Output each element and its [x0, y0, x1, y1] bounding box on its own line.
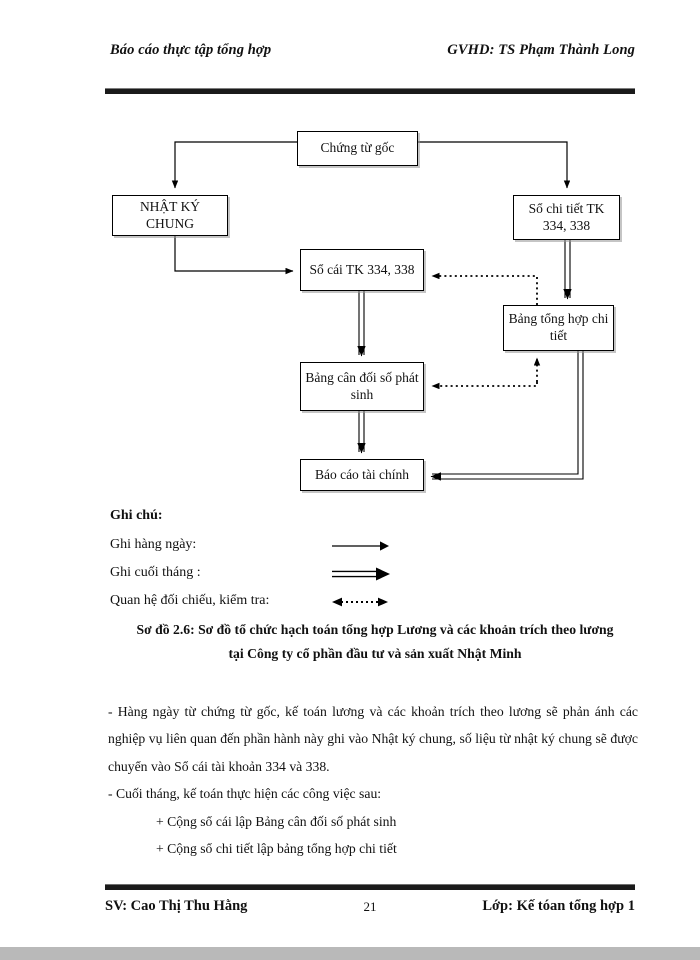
paragraph-monthly: - Cuối tháng, kế toán thực hiện các công…: [108, 786, 382, 802]
node-label: Sổ cái TK 334, 338: [309, 261, 415, 277]
node-bang-tong-hop-chi-tiet[interactable]: Bảng tổng hợp chi tiết: [503, 305, 614, 351]
node-label: Chứng từ gốc: [320, 140, 395, 156]
node-label: Bảng cân đối số phát sinh: [305, 369, 419, 402]
node-bao-cao-tai-chinh[interactable]: Báo cáo tài chính: [300, 459, 424, 491]
node-bang-can-doi-so-phat-sinh[interactable]: Bảng cân đối số phát sinh: [300, 362, 424, 411]
page-footer: SV: Cao Thị Thu Hằng 21 Lớp: Kế tóan tổn…: [105, 898, 635, 922]
page-number: 21: [363, 899, 377, 914]
body-content: - Hàng ngày từ chứng từ gốc, kế toán lươ…: [108, 698, 638, 862]
connector-dotted-to-bangcandoi: [431, 382, 538, 390]
connector-chungtu-to-sochitiet: [418, 141, 571, 189]
page-header: Báo cáo thực tập tổng hợp GVHD: TS Phạm …: [110, 42, 635, 64]
caption-line-2: tại Công ty cổ phần đầu tư và sản xuất N…: [228, 645, 522, 661]
node-label: Báo cáo tài chính: [314, 466, 410, 482]
header-title-right: GVHD: TS Phạm Thành Long: [447, 42, 635, 58]
header-title-left: Báo cáo thực tập tổng hợp: [110, 42, 272, 58]
connector-bangcandoi-to-baocao: [357, 411, 366, 454]
double-line-arrow-icon: [332, 567, 392, 586]
footer-divider: [105, 884, 635, 890]
figure-caption: Sơ đồ 2.6: Sơ đồ tổ chức hạch toán tổng …: [100, 618, 650, 666]
node-label: NHẬT KÝ CHUNG: [139, 198, 201, 231]
connector-bangtonghop-to-baocao: [430, 351, 584, 481]
paragraph-daily: - Hàng ngày từ chứng từ gốc, kế toán lươ…: [108, 704, 638, 774]
footer-class-name: Lớp: Kế tóan tổng hợp 1: [482, 898, 635, 914]
connector-nhatky-to-socai: [174, 236, 294, 275]
connector-dotted-to-socai: [431, 272, 538, 305]
connector-sochitiet-to-bangtonghop: [563, 240, 572, 300]
page-edge-shadow: [0, 944, 700, 960]
node-nhat-ky-chung[interactable]: NHẬT KÝ CHUNG: [112, 195, 228, 236]
legend-item-label: Quan hệ đối chiếu, kiểm tra:: [110, 593, 270, 608]
connector-chungtu-to-nhatky: [171, 141, 297, 189]
dotted-double-headed-arrow-icon: [332, 595, 392, 614]
footer-student-name: SV: Cao Thị Thu Hằng: [105, 898, 248, 914]
bullet-item-2: + Cộng sổ chi tiết lập bảng tổng hợp chi…: [156, 841, 397, 857]
node-label: Bảng tổng hợp chi tiết: [508, 311, 609, 343]
bullet-item-1: + Cộng sổ cái lập Bảng cân đối số phát s…: [156, 813, 397, 829]
diagram-legend: Ghi chú: Ghi hàng ngày: Ghi cuối tháng :: [110, 508, 510, 621]
legend-item-label: Ghi hàng ngày:: [110, 537, 197, 552]
legend-item-label: Ghi cuối tháng :: [110, 565, 201, 580]
legend-item-daily: Ghi hàng ngày:: [110, 537, 510, 565]
single-arrow-icon: [332, 539, 392, 558]
legend-item-crosscheck: Quan hệ đối chiếu, kiểm tra:: [110, 593, 510, 621]
node-so-cai-tk[interactable]: Sổ cái TK 334, 338: [300, 249, 424, 291]
node-label: Sổ chi tiết TK 334, 338: [528, 200, 605, 233]
legend-title: Ghi chú:: [110, 508, 163, 523]
legend-item-monthly: Ghi cuối tháng :: [110, 565, 510, 593]
connector-socai-to-bangcandoi: [357, 291, 366, 357]
caption-line-1: Sơ đồ 2.6: Sơ đồ tổ chức hạch toán tổng …: [136, 622, 614, 637]
node-chung-tu-goc[interactable]: Chứng từ gốc: [297, 131, 418, 166]
node-so-chi-tiet-tk[interactable]: Sổ chi tiết TK 334, 338: [513, 195, 620, 240]
flowchart-diagram: Chứng từ gốc NHẬT KÝ CHUNG Sổ chi tiết T…: [112, 131, 620, 491]
flowchart-connectors: [171, 141, 584, 481]
header-divider: [105, 88, 635, 94]
